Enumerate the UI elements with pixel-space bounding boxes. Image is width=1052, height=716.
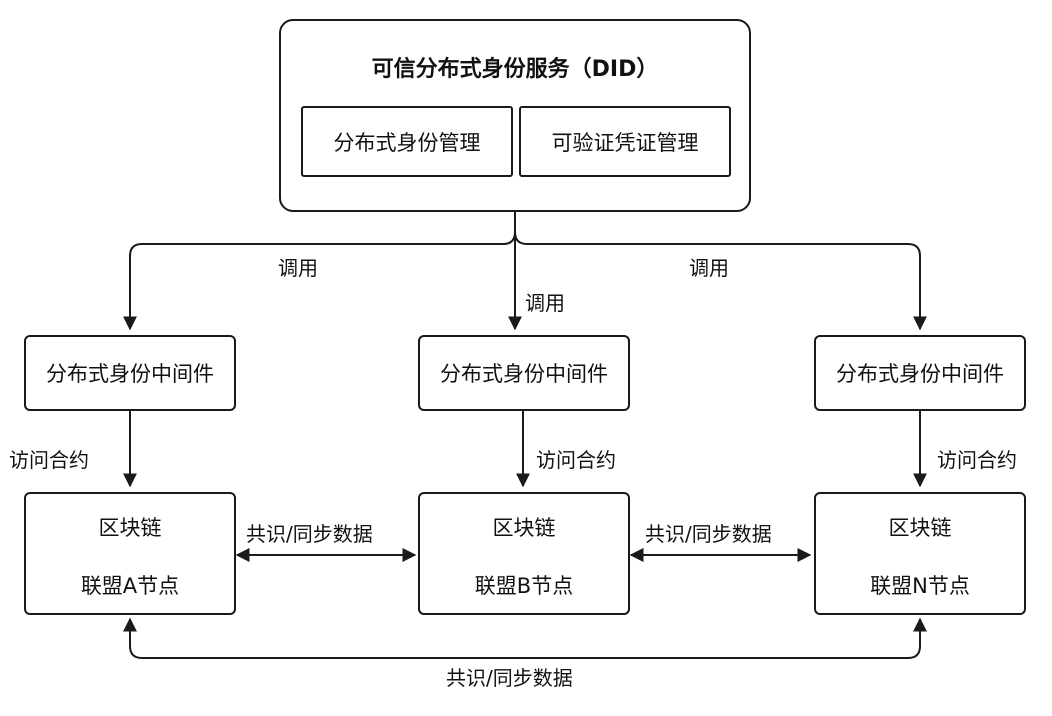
- invoke-label-left: 调用: [278, 256, 318, 280]
- access-label-b: 访问合约: [536, 448, 616, 472]
- sync-label-b-n: 共识/同步数据: [645, 522, 772, 546]
- sync-label-a-b: 共识/同步数据: [246, 522, 373, 546]
- node-n-line1: 区块链: [888, 516, 952, 540]
- blockchain-node-b: 区块链 联盟B节点: [418, 492, 630, 615]
- node-a-line1: 区块链: [98, 516, 162, 540]
- sync-arrow-a-n: [123, 617, 927, 659]
- did-module-identity-management: 分布式身份管理: [301, 106, 513, 177]
- middleware-box-a: 分布式身份中间件: [24, 335, 236, 411]
- blockchain-node-a: 区块链 联盟A节点: [24, 492, 236, 615]
- invoke-arrow-left: [123, 212, 516, 331]
- middleware-box-b: 分布式身份中间件: [418, 335, 630, 411]
- invoke-label-middle: 调用: [525, 291, 565, 315]
- node-b-line1: 区块链: [492, 516, 556, 540]
- blockchain-node-n: 区块链 联盟N节点: [814, 492, 1026, 615]
- access-label-a: 访问合约: [9, 448, 89, 472]
- node-n-line2: 联盟N节点: [870, 574, 970, 598]
- node-a-line2: 联盟A节点: [80, 574, 180, 598]
- middleware-box-n: 分布式身份中间件: [814, 335, 1026, 411]
- sync-label-a-n: 共识/同步数据: [446, 666, 573, 690]
- access-label-n: 访问合约: [937, 448, 1017, 472]
- did-service-title: 可信分布式身份服务（DID）: [371, 57, 659, 82]
- invoke-label-right: 调用: [689, 256, 729, 280]
- did-module-credential-management: 可验证凭证管理: [519, 106, 731, 177]
- node-b-line2: 联盟B节点: [474, 574, 574, 598]
- invoke-arrow-right: [514, 212, 927, 331]
